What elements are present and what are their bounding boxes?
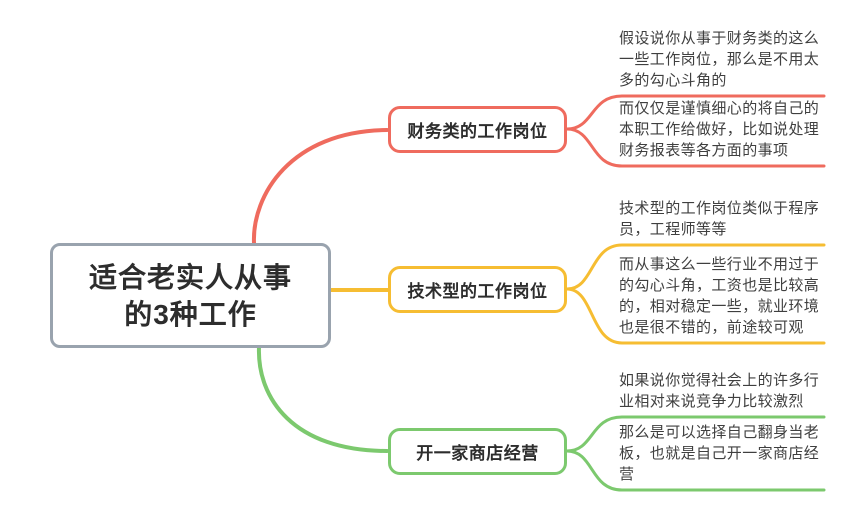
root-topic-label-line2: 的3种工作 <box>124 298 257 330</box>
root-topic[interactable]: 适合老实人从事 的3种工作 <box>50 243 331 348</box>
leaf-text-line: 业相对来说竞争力比较激烈 <box>619 393 804 410</box>
leaf-text-line: 营 <box>619 466 635 483</box>
branch-topic-finance-label: 财务类的工作岗位 <box>407 122 548 141</box>
leaf-text-line: 员，工程师等等 <box>619 221 727 238</box>
leaf-text-line: 技术型的工作岗位类似于程序 <box>619 200 820 217</box>
branch-topic-technical-label: 技术型的工作岗位 <box>407 282 548 301</box>
leaf-text-line: 假设说你从事于财务类的这么 <box>619 30 820 47</box>
leaf-topic-shop-1[interactable]: 那么是可以选择自己翻身当老 板，也就是自己开一家商店经 营 <box>619 422 829 485</box>
branch-topic-shop-label: 开一家商店经营 <box>416 444 539 463</box>
leaf-text-line: 也是很不错的，前途较可观 <box>619 319 804 336</box>
leaf-topic-technical-0[interactable]: 技术型的工作岗位类似于程序 员，工程师等等 <box>619 198 829 240</box>
leaf-text-line: 而仅仅是谨慎细心的将自己的 <box>619 100 820 117</box>
leaf-text-line: 多的勾心斗角的 <box>619 72 727 89</box>
leaf-text-line: 的勾心斗角，工资也是比较高 <box>619 277 820 294</box>
leaf-text-line: 本职工作给做好，比如说处理 <box>619 121 820 138</box>
branch-topic-finance[interactable]: 财务类的工作岗位 <box>388 106 567 153</box>
edge-finance-leaf-0 <box>565 94 826 131</box>
leaf-topic-shop-0[interactable]: 如果说你觉得社会上的许多行 业相对来说竞争力比较激烈 <box>619 370 829 412</box>
edge-root-shop <box>256 345 389 453</box>
leaf-topic-finance-0[interactable]: 假设说你从事于财务类的这么 一些工作岗位，那么是不用太 多的勾心斗角的 <box>619 28 829 91</box>
leaf-text-line: 那么是可以选择自己翻身当老 <box>619 424 820 441</box>
leaf-topic-technical-1[interactable]: 而从事这么一些行业不用过于 的勾心斗角，工资也是比较高 的，相对稳定一些，就业环… <box>619 254 829 338</box>
branch-topic-technical[interactable]: 技术型的工作岗位 <box>388 266 567 313</box>
branch-topic-shop[interactable]: 开一家商店经营 <box>388 428 567 475</box>
edge-finance-leaf-1 <box>565 127 826 168</box>
leaf-text-line: 板，也就是自己开一家商店经 <box>619 445 820 462</box>
leaf-text-line: 而从事这么一些行业不用过于 <box>619 256 820 273</box>
leaf-text-line: 财务报表等各方面的事项 <box>619 142 789 159</box>
edge-technical-leaf-1 <box>565 287 826 345</box>
leaf-text-line: 的，相对稳定一些，就业环境 <box>619 298 820 315</box>
edge-shop-leaf-1 <box>565 449 826 492</box>
edge-shop-leaf-0 <box>565 415 826 453</box>
edge-technical-leaf-0 <box>565 243 826 291</box>
leaf-text-line: 如果说你觉得社会上的许多行 <box>619 372 820 389</box>
leaf-text-line: 一些工作岗位，那么是不用太 <box>619 51 820 68</box>
edge-root-finance <box>251 128 389 245</box>
root-topic-label-line1: 适合老实人从事 <box>88 261 292 293</box>
leaf-topic-finance-1[interactable]: 而仅仅是谨慎细心的将自己的 本职工作给做好，比如说处理 财务报表等各方面的事项 <box>619 98 829 161</box>
